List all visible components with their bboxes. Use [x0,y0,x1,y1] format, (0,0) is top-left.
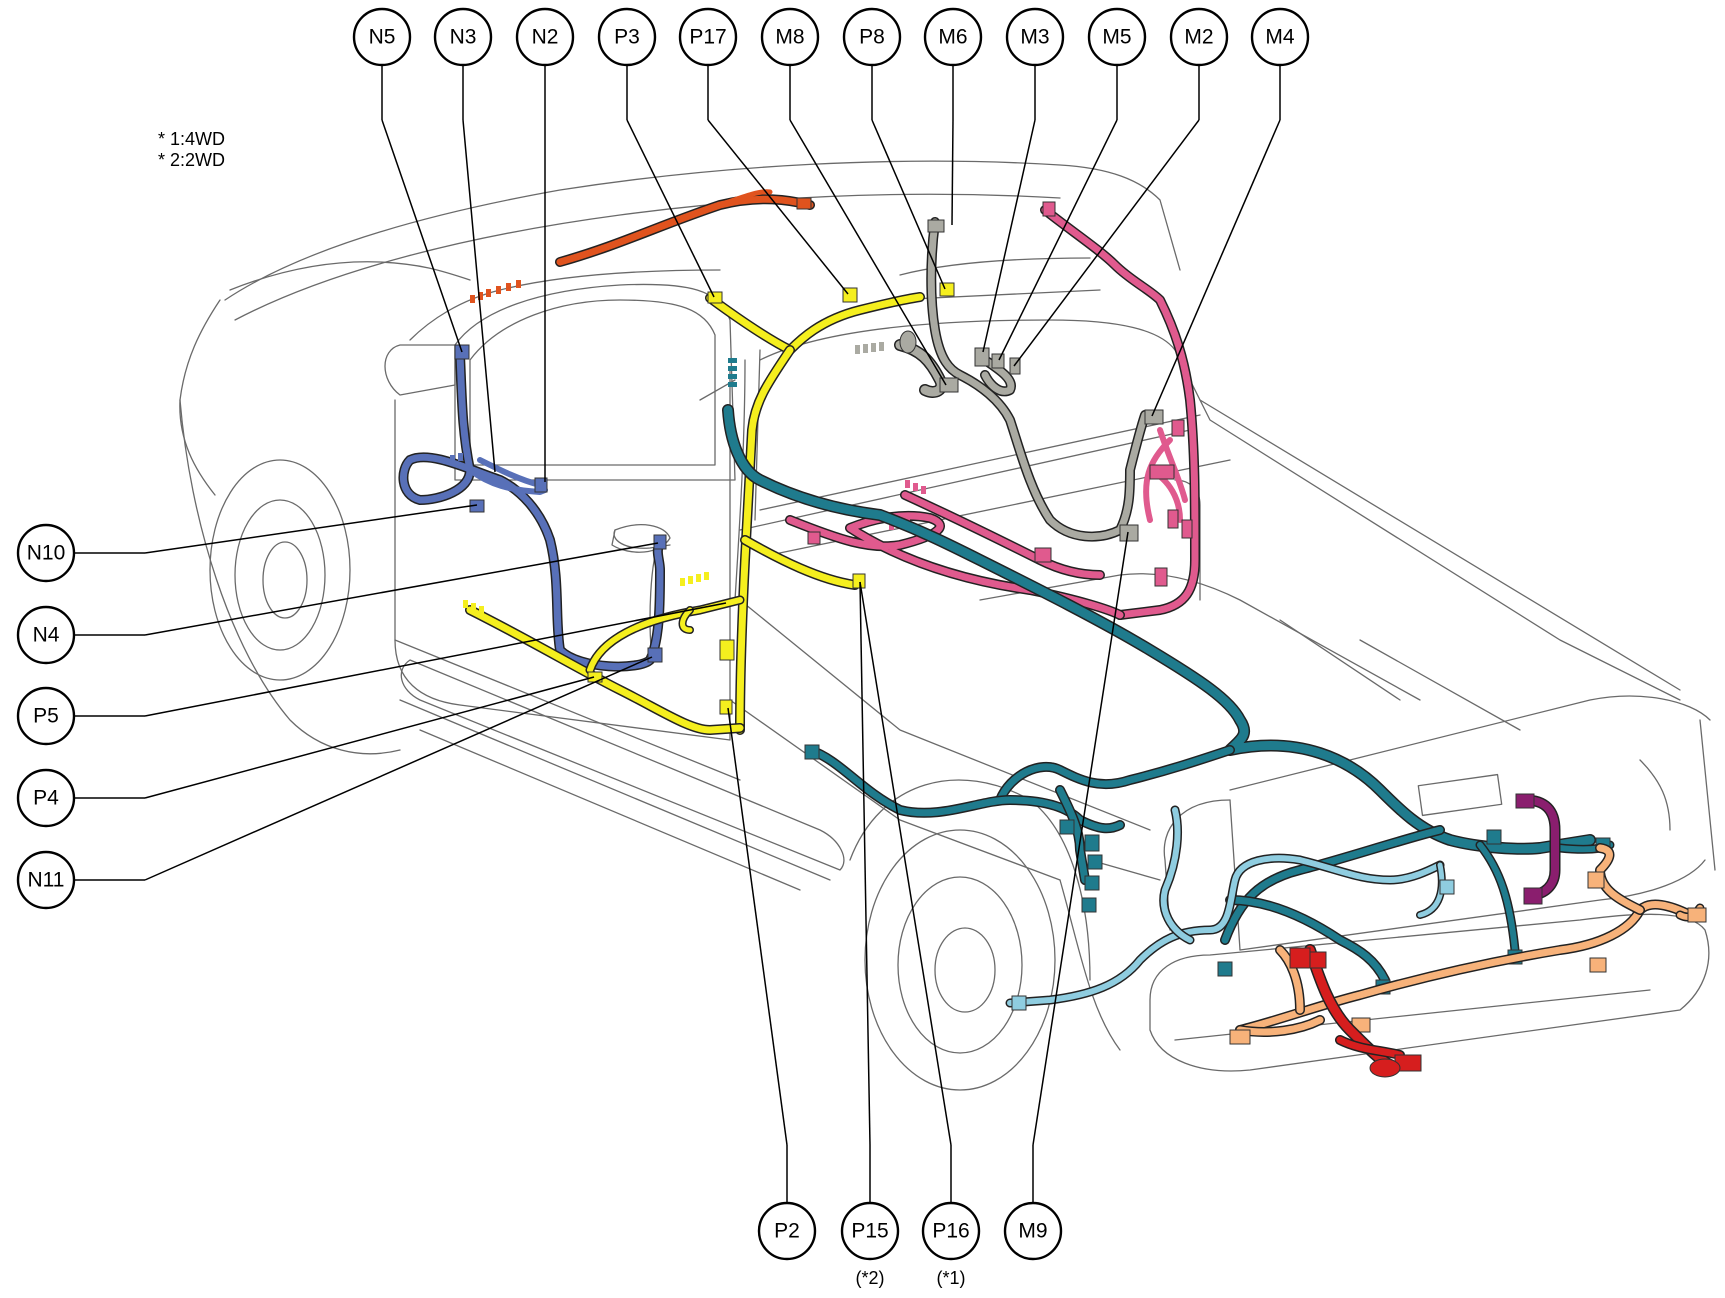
callout-label: N11 [28,869,65,892]
callout-label: P8 [859,26,885,49]
vehicle-body-outline [179,160,1716,1091]
callout-label: P16 [932,1220,969,1243]
callout-N11: N11 [16,850,76,910]
svg-text:(*1): (*1) [936,1268,965,1288]
callout-label: N3 [450,26,477,49]
callout-M9: M9 [1003,1201,1063,1261]
callout-label: M4 [1265,26,1294,49]
callout-label: P4 [33,787,59,810]
callout-P3: P3 [597,7,657,67]
callout-M4: M4 [1250,7,1310,67]
callout-label: N5 [369,26,396,49]
harness-pillar-floor [463,282,955,735]
callout-N3: N3 [433,7,493,67]
callout-label: P15 [851,1220,888,1243]
callout-M2: M2 [1169,7,1229,67]
callout-label: M9 [1018,1220,1047,1243]
harness-frame [722,358,1615,995]
callout-label: M5 [1102,26,1131,49]
svg-text:(*2): (*2) [855,1268,884,1288]
callout-N4: N4 [16,605,76,665]
sublabel-P16: (*1) [936,1268,965,1288]
harness-center [855,217,1164,542]
callout-label: P17 [689,26,726,49]
harness-light-blue [1005,805,1455,1011]
harness-orange [1229,843,1707,1045]
callout-label: P3 [614,26,640,49]
callout-label: M6 [938,26,967,49]
note-2wd: * 2:2WD [158,150,225,170]
callout-M3: M3 [1005,7,1065,67]
callout-N5: N5 [352,7,412,67]
callout-M8: M8 [760,7,820,67]
callout-label: M3 [1020,26,1049,49]
leader-lines [75,65,1281,1203]
callout-P2: P2 [757,1201,817,1261]
callout-label: N4 [33,624,60,647]
callout-P17: P17 [678,7,738,67]
sublabel-P15: (*2) [855,1268,884,1288]
harness-red [1289,944,1422,1078]
drive-type-notes: * 1:4WD * 2:2WD [158,129,225,170]
note-4wd: * 1:4WD [158,129,225,149]
callout-P16: P16 [921,1201,981,1261]
callout-M6: M6 [923,7,983,67]
harness-roof [470,189,815,303]
callout-P4: P4 [16,768,76,828]
callout-label: N2 [532,26,559,49]
callout-N2: N2 [515,7,575,67]
callout-P15: P15 [840,1201,900,1261]
callout-label: P5 [33,705,59,728]
harness-purple [1515,793,1561,905]
callout-P8: P8 [842,7,902,67]
callout-label: P2 [774,1220,800,1243]
harness-rear-body [785,201,1200,620]
callout-label: N10 [27,542,66,565]
callout-P5: P5 [16,686,76,746]
harness-left-door [398,344,667,672]
callout-label: M2 [1184,26,1213,49]
callout-label: M8 [775,26,804,49]
callout-M5: M5 [1087,7,1147,67]
callout-N10: N10 [16,523,76,583]
